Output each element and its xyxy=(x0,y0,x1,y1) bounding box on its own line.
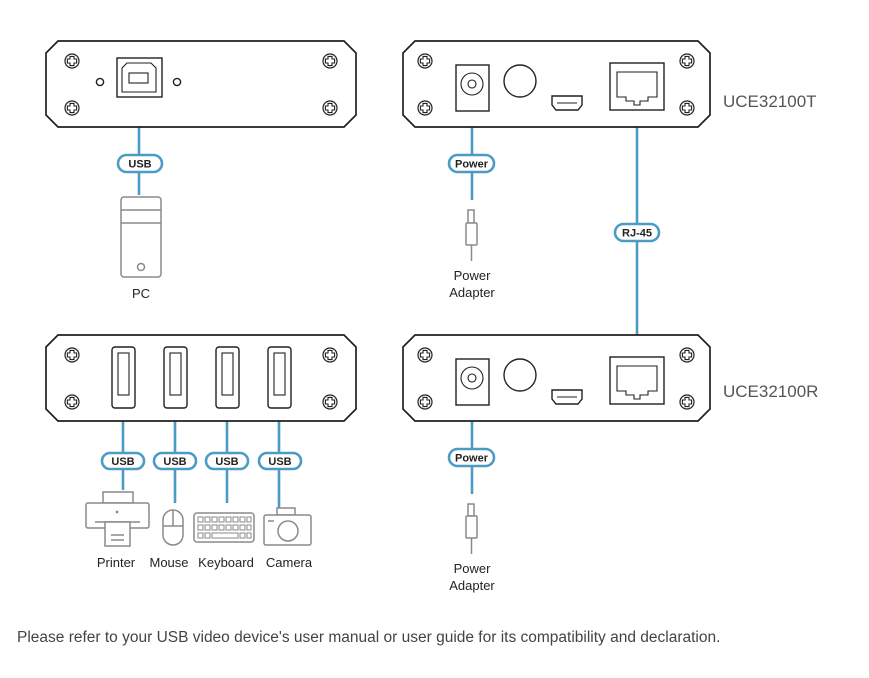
svg-text:USB: USB xyxy=(128,159,151,171)
screw-icon xyxy=(322,53,338,69)
usb-a-port-icon xyxy=(163,346,188,409)
screw-icon xyxy=(679,53,695,69)
transmitter-model-label: UCE32100T xyxy=(723,92,817,111)
rj45-port-icon xyxy=(609,356,665,405)
transmitter-panel xyxy=(402,40,711,128)
screw-icon xyxy=(417,394,433,410)
mouse-label: Mouse xyxy=(149,555,188,570)
keyboard-icon xyxy=(193,512,255,543)
rj45-cable-tag: RJ-45 xyxy=(613,222,661,243)
svg-text:Power: Power xyxy=(455,159,489,171)
pc-tower-icon xyxy=(120,196,162,278)
screw-icon xyxy=(64,100,80,116)
receiver-model-label: UCE32100R xyxy=(723,382,818,401)
svg-text:USB: USB xyxy=(163,456,186,468)
micro-hdmi-port-icon xyxy=(551,95,583,111)
screw-icon xyxy=(417,100,433,116)
screw-icon xyxy=(64,347,80,363)
usb-a-port-icon xyxy=(215,346,240,409)
tx-power-adapter-label-line1: Power xyxy=(454,268,492,283)
camera-label: Camera xyxy=(266,555,313,570)
receiver-usb-panel xyxy=(45,334,357,422)
svg-text:USB: USB xyxy=(215,456,238,468)
svg-text:USB: USB xyxy=(111,456,134,468)
dc-power-jack-icon xyxy=(455,64,490,112)
usb-a-port-icon xyxy=(111,346,136,409)
svg-text:Power: Power xyxy=(455,453,489,465)
tx-power-cable-tag: Power xyxy=(447,153,496,174)
dc-power-jack-icon xyxy=(455,358,490,406)
micro-hdmi-port-icon xyxy=(551,389,583,405)
screw-icon xyxy=(64,394,80,410)
led-indicator xyxy=(95,77,105,87)
screw-icon xyxy=(679,394,695,410)
printer-label: Printer xyxy=(97,555,136,570)
power-adapter-plug-icon xyxy=(465,209,478,261)
screw-icon xyxy=(322,394,338,410)
transmitter-usb-panel xyxy=(45,40,357,128)
power-adapter-plug-icon xyxy=(465,503,478,554)
pc-usb-cable-tag: USB xyxy=(116,153,164,174)
compatibility-note: Please refer to your USB video device's … xyxy=(17,629,721,646)
camera-usb-cable-tag: USB xyxy=(257,451,303,471)
rj45-port-icon xyxy=(609,62,665,111)
usb-b-port-icon xyxy=(116,57,163,98)
screw-icon xyxy=(679,347,695,363)
button-icon xyxy=(503,64,537,98)
mouse-icon xyxy=(162,509,184,546)
printer-icon xyxy=(85,491,150,547)
screw-icon xyxy=(417,347,433,363)
rx-power-cable-tag: Power xyxy=(447,447,496,468)
svg-text:USB: USB xyxy=(268,456,291,468)
screw-icon xyxy=(679,100,695,116)
svg-text:RJ-45: RJ-45 xyxy=(622,228,652,240)
screw-icon xyxy=(417,53,433,69)
mouse-usb-cable-tag: USB xyxy=(152,451,198,471)
usb-a-port-icon xyxy=(267,346,292,409)
led-indicator xyxy=(172,77,182,87)
button-icon xyxy=(503,358,537,392)
tx-power-adapter-label-line2: Adapter xyxy=(449,285,495,300)
rx-power-adapter-label-line1: Power xyxy=(454,561,492,576)
screw-icon xyxy=(64,53,80,69)
keyboard-label: Keyboard xyxy=(198,555,254,570)
keyboard-usb-cable-tag: USB xyxy=(204,451,250,471)
camera-icon xyxy=(263,507,312,546)
printer-usb-cable-tag: USB xyxy=(100,451,146,471)
screw-icon xyxy=(322,100,338,116)
receiver-panel xyxy=(402,334,711,422)
rx-power-adapter-label-line2: Adapter xyxy=(449,578,495,593)
screw-icon xyxy=(322,347,338,363)
pc-label: PC xyxy=(132,286,150,301)
